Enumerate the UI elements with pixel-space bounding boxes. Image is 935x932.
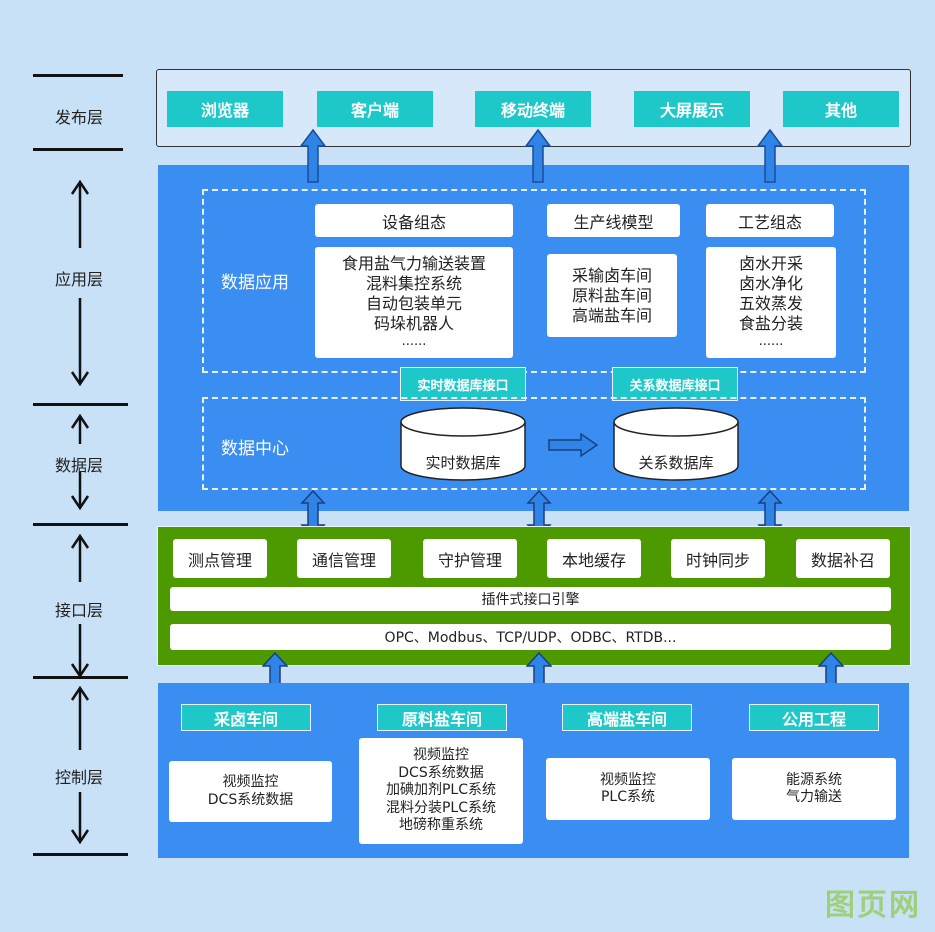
up-arrow-icon <box>524 128 552 183</box>
module-daemon-management[interactable]: 守护管理 <box>423 539 517 578</box>
workshop-utilities-systems: 能源系统 气力输送 <box>732 758 896 820</box>
list-item: 混料集控系统 <box>365 274 462 294</box>
realtime-database-icon <box>400 407 526 481</box>
workshop-raw-salt-systems: 视频监控 DCS系统数据 加碘加剂PLC系统 混料分装PLC系统 地磅称重系统 <box>359 738 523 844</box>
up-arrow-icon <box>756 128 784 183</box>
layer-label-interface: 接口层 <box>54 601 103 620</box>
data-application-region <box>202 189 866 373</box>
app-group-list-process: 卤水开采 卤水净化 五效蒸发 食盐分装 ...... <box>706 247 836 358</box>
list-item: 视频监控 <box>600 771 656 788</box>
app-group-title-production-line[interactable]: 生产线模型 <box>547 204 680 237</box>
layer-divider <box>33 523 128 526</box>
layer-divider <box>33 74 123 77</box>
relational-database-label: 关系数据库 <box>638 454 714 472</box>
module-communication-management[interactable]: 通信管理 <box>297 539 391 578</box>
list-item: 视频监控 <box>413 747 469 764</box>
list-item: 加碘加剂PLC系统 <box>385 782 497 799</box>
list-item: 五效蒸发 <box>738 294 803 314</box>
list-item: DCS系统数据 <box>398 764 484 781</box>
protocol-list: OPC、Modbus、TCP/UDP、ODBC、RTDB... <box>170 624 891 650</box>
layer-divider <box>33 853 128 856</box>
workshop-premium-salt-systems: 视频监控 PLC系统 <box>546 758 710 820</box>
app-group-list-equipment: 食用盐气力输送装置 混料集控系统 自动包装单元 码垛机器人 ...... <box>315 247 513 358</box>
list-item: 高端盐车间 <box>571 305 652 325</box>
workshop-premium-salt[interactable]: 高端盐车间 <box>562 704 692 731</box>
list-item: PLC系统 <box>600 789 656 805</box>
list-item: 卤水开采 <box>738 254 803 274</box>
list-item: 自动包装单元 <box>365 294 462 314</box>
layer-divider <box>33 403 128 406</box>
layer-divider <box>33 148 123 151</box>
app-group-list-production-line: 采输卤车间 原料盐车间 高端盐车间 <box>547 254 677 337</box>
layer-label-application: 应用层 <box>54 270 103 289</box>
list-item: DCS系统数据 <box>207 791 294 808</box>
publish-item-client[interactable]: 客户端 <box>317 91 433 127</box>
list-item: 能源系统 <box>786 771 842 788</box>
app-group-title-equipment[interactable]: 设备组态 <box>315 204 513 237</box>
relational-db-interface-label[interactable]: 关系数据库接口 <box>612 367 738 401</box>
list-item: 地磅称重系统 <box>399 817 483 834</box>
workshop-brine[interactable]: 采卤车间 <box>181 704 311 731</box>
realtime-db-interface-label[interactable]: 实时数据库接口 <box>400 367 526 401</box>
module-local-cache[interactable]: 本地缓存 <box>547 539 641 578</box>
right-arrow-icon <box>548 432 599 458</box>
list-item: 码垛机器人 <box>373 314 454 334</box>
workshop-utilities[interactable]: 公用工程 <box>749 704 879 731</box>
layer-span-arrows <box>70 179 90 845</box>
workshop-brine-systems: 视频监控 DCS系统数据 <box>169 761 332 822</box>
list-item: 视频监控 <box>222 774 279 790</box>
data-application-label: 数据应用 <box>221 273 289 293</box>
data-center-region <box>202 397 866 490</box>
list-item: ...... <box>401 334 427 350</box>
publish-item-bigscreen[interactable]: 大屏展示 <box>634 91 750 127</box>
list-item: 食用盐气力输送装置 <box>341 254 486 274</box>
watermark-logo: 图页网 <box>825 888 921 923</box>
module-point-management[interactable]: 测点管理 <box>173 539 267 578</box>
realtime-database-label: 实时数据库 <box>425 454 501 472</box>
app-group-title-process[interactable]: 工艺组态 <box>706 204 834 237</box>
layer-label-publish: 发布层 <box>54 108 103 127</box>
list-item: 气力输送 <box>786 789 842 805</box>
list-item: ...... <box>758 334 784 350</box>
publish-item-browser[interactable]: 浏览器 <box>167 91 283 127</box>
relational-database-icon <box>613 407 739 481</box>
list-item: 采输卤车间 <box>571 265 652 285</box>
layer-label-control: 控制层 <box>54 768 103 787</box>
data-center-label: 数据中心 <box>221 439 289 459</box>
list-item: 卤水净化 <box>738 274 803 294</box>
publish-item-other[interactable]: 其他 <box>783 91 899 127</box>
publish-item-mobile[interactable]: 移动终端 <box>475 91 591 127</box>
workshop-raw-salt[interactable]: 原料盐车间 <box>377 704 507 731</box>
plugin-interface-engine: 插件式接口引擎 <box>170 587 891 611</box>
list-item: 食盐分装 <box>738 314 803 334</box>
layer-label-data: 数据层 <box>54 456 103 475</box>
module-clock-sync[interactable]: 时钟同步 <box>671 539 765 578</box>
list-item: 原料盐车间 <box>571 285 652 305</box>
up-arrow-icon <box>299 128 327 183</box>
module-data-recall[interactable]: 数据补召 <box>796 539 890 578</box>
list-item: 混料分装PLC系统 <box>385 799 497 816</box>
